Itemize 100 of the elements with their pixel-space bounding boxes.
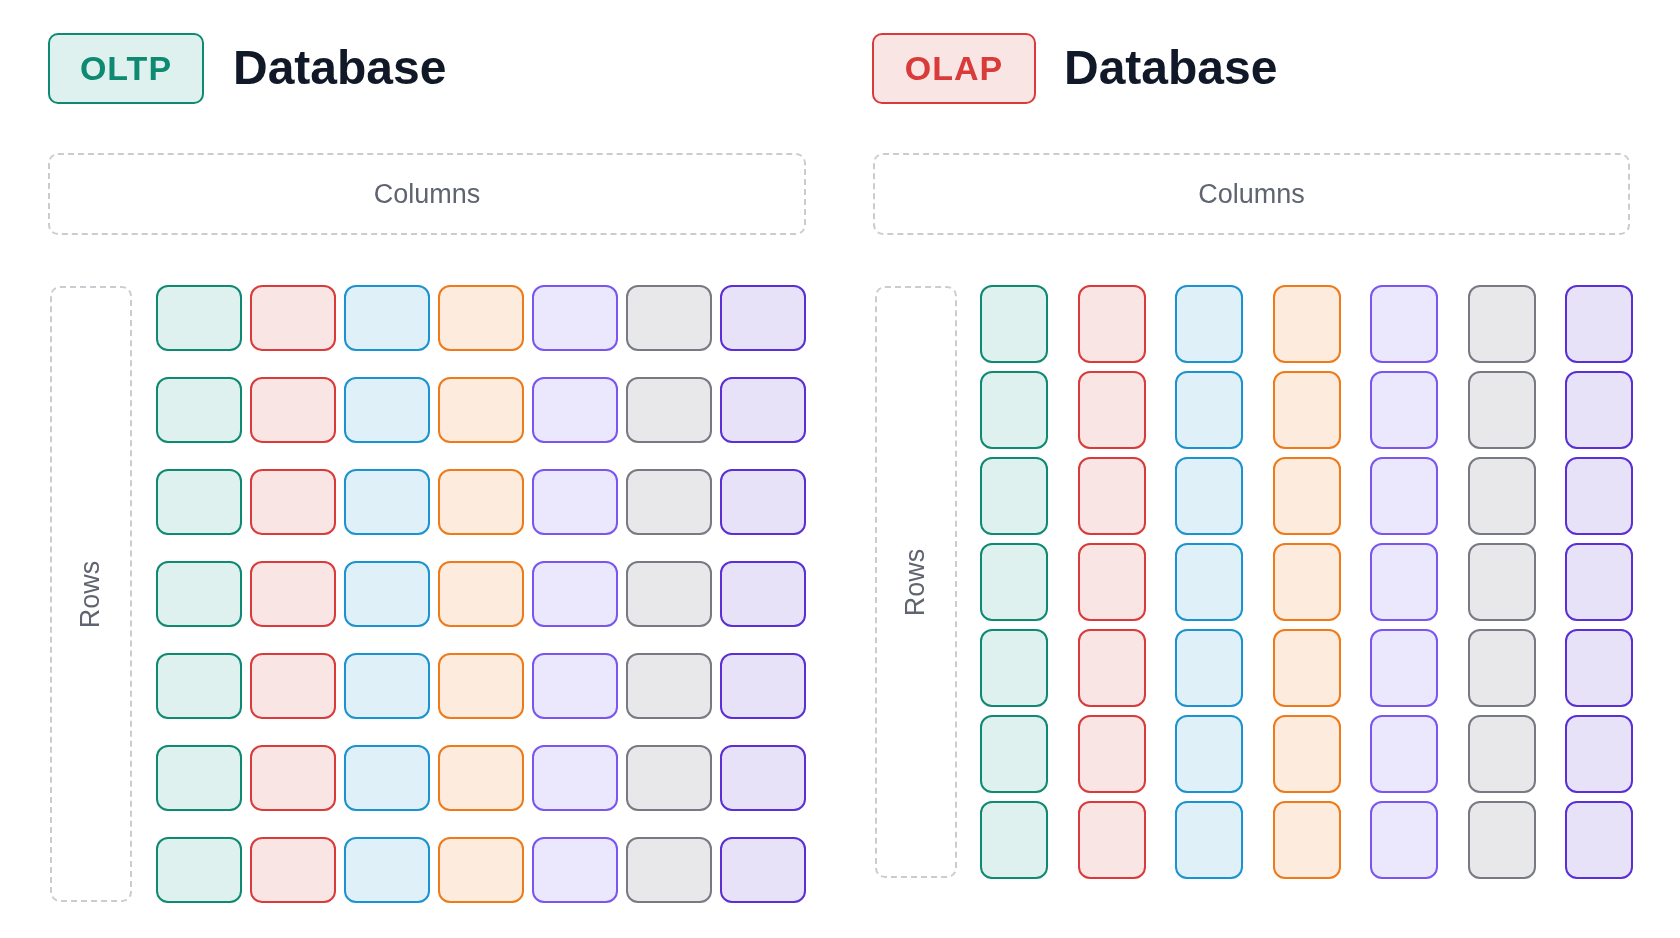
data-cell: [438, 469, 524, 535]
column-header-box: Columns: [48, 153, 806, 235]
data-cell: [438, 561, 524, 627]
data-cell: [720, 285, 806, 351]
data-cell: [344, 469, 430, 535]
data-cell: [156, 653, 242, 719]
data-cell: [1370, 715, 1438, 793]
data-cell: [532, 561, 618, 627]
data-cell: [1565, 457, 1633, 535]
data-cell: [1077, 457, 1146, 535]
data-cell: [980, 801, 1048, 879]
title-text: Database: [1064, 40, 1278, 95]
data-cell: [1565, 629, 1633, 707]
data-cell: [720, 377, 806, 443]
data-cell: [1077, 371, 1146, 449]
data-cell: [250, 285, 336, 351]
data-cell: [250, 561, 336, 627]
data-cell: [438, 653, 524, 719]
data-cell: [1370, 371, 1438, 449]
data-cell: [1370, 457, 1438, 535]
data-cell: [1272, 371, 1341, 449]
data-cell: [438, 837, 524, 903]
title-text: Database: [233, 40, 447, 95]
data-cell: [1175, 457, 1243, 535]
data-cell: [1175, 371, 1243, 449]
data-cell: [156, 469, 242, 535]
data-cell: [1467, 801, 1536, 879]
data-cell: [156, 285, 242, 351]
data-cell: [1565, 543, 1633, 621]
data-cell: [626, 745, 712, 811]
data-cell: [1370, 801, 1438, 879]
data-cell: [980, 629, 1048, 707]
data-cell: [344, 837, 430, 903]
data-cell: [438, 285, 524, 351]
data-cell: [980, 285, 1048, 363]
data-cell: [532, 285, 618, 351]
row-header-box: [875, 286, 957, 878]
data-cell: [250, 745, 336, 811]
data-cell: [438, 745, 524, 811]
data-cell: [438, 377, 524, 443]
data-cell: [1467, 457, 1536, 535]
data-cell: [532, 377, 618, 443]
data-cell: [1272, 801, 1341, 879]
data-cell: [344, 653, 430, 719]
data-cell: [250, 377, 336, 443]
column-header-box: Columns: [873, 153, 1630, 235]
data-cell: [1467, 371, 1536, 449]
data-cell: [626, 561, 712, 627]
data-cell: [720, 837, 806, 903]
data-cell: [720, 561, 806, 627]
data-cell: [1272, 543, 1341, 621]
data-cell: [1467, 715, 1536, 793]
row-header-box: [50, 286, 132, 902]
data-cell: [1565, 801, 1633, 879]
data-cell: [250, 653, 336, 719]
data-cell: [626, 285, 712, 351]
data-cell: [1272, 285, 1341, 363]
data-cell: [1077, 543, 1146, 621]
data-cell: [250, 837, 336, 903]
data-cell: [532, 469, 618, 535]
data-cell: [532, 837, 618, 903]
data-cell: [626, 469, 712, 535]
data-cell: [1175, 629, 1243, 707]
data-cell: [1467, 285, 1536, 363]
data-cell: [1272, 629, 1341, 707]
data-cell: [532, 745, 618, 811]
data-cell: [720, 745, 806, 811]
data-cell: [1077, 629, 1146, 707]
data-cell: [1272, 457, 1341, 535]
axis-label: Rows: [75, 560, 107, 628]
data-cell: [1175, 801, 1243, 879]
data-cell: [1565, 715, 1633, 793]
data-cell: [344, 745, 430, 811]
data-cell: [626, 653, 712, 719]
data-cell: [1467, 629, 1536, 707]
data-cell: [1370, 629, 1438, 707]
data-cell: [1370, 285, 1438, 363]
data-cell: [1467, 543, 1536, 621]
data-cell: [156, 561, 242, 627]
data-cell: [1565, 285, 1633, 363]
data-cell: [1175, 543, 1243, 621]
data-cell: [156, 745, 242, 811]
data-cell: [156, 377, 242, 443]
data-cell: [1370, 543, 1438, 621]
data-cell: [626, 377, 712, 443]
data-cell: [980, 543, 1048, 621]
data-cell: [344, 561, 430, 627]
data-cell: [1077, 285, 1146, 363]
data-cell: [250, 469, 336, 535]
data-cell: [1272, 715, 1341, 793]
data-cell: [1175, 285, 1243, 363]
data-cell: [626, 837, 712, 903]
data-cell: [1175, 715, 1243, 793]
data-cell: [980, 457, 1048, 535]
data-cell: [980, 371, 1048, 449]
data-cell: [156, 837, 242, 903]
data-cell: [720, 653, 806, 719]
data-cell: [1565, 371, 1633, 449]
tag-badge: OLTP: [48, 33, 204, 104]
data-cell: [1077, 715, 1146, 793]
